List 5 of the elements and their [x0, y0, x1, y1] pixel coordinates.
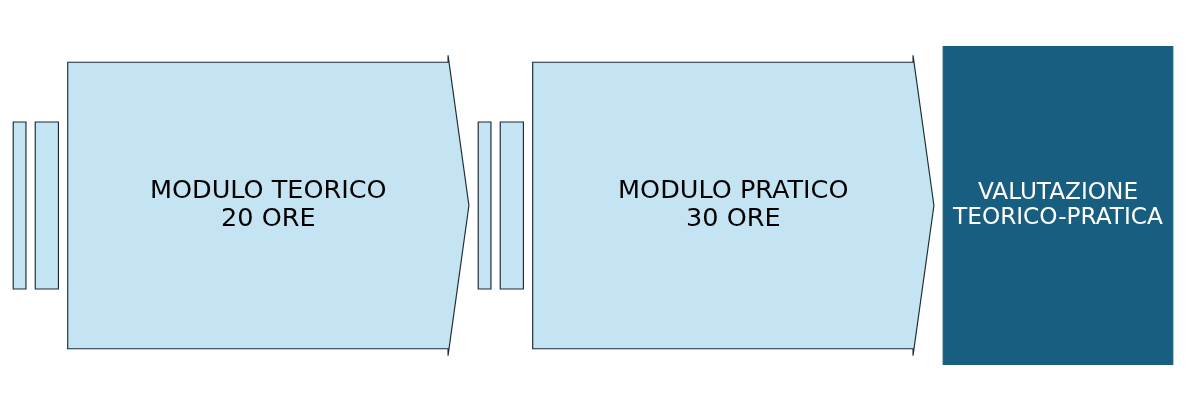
- node-bar: [12, 120, 27, 290]
- node-bar: [477, 120, 492, 290]
- node-box: VALUTAZIONE TEORICO-PRATICA: [942, 45, 1174, 365]
- node-bar: [34, 120, 59, 290]
- node-bar: [499, 120, 524, 290]
